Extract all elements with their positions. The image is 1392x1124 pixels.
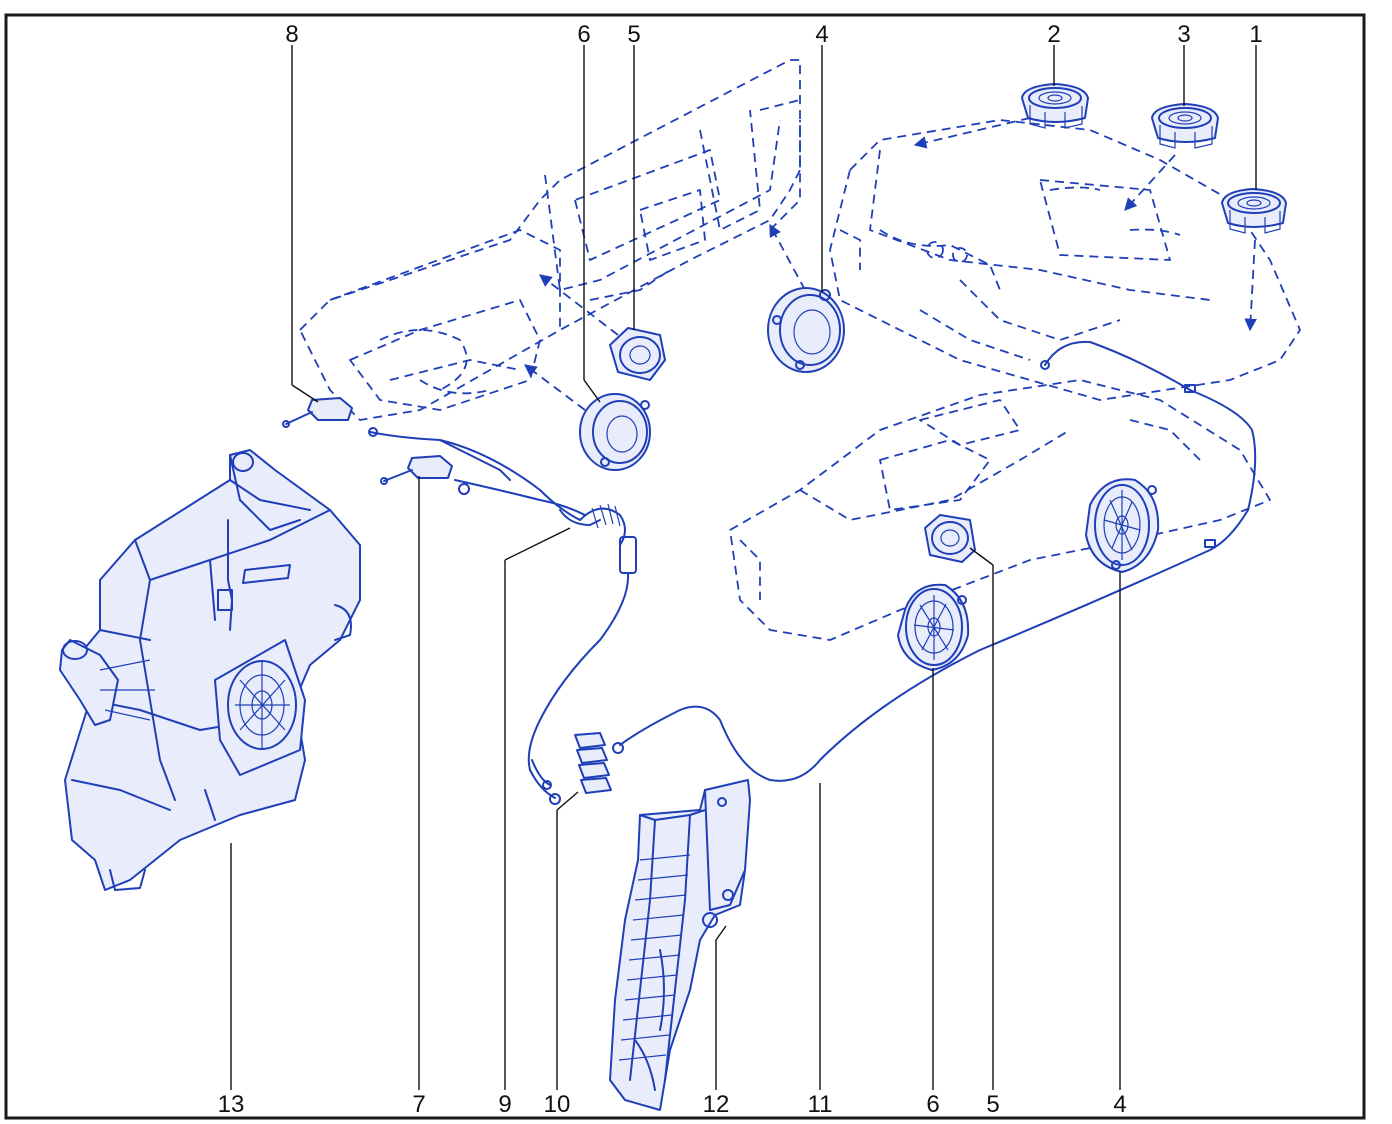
callout-2: 2	[1047, 21, 1060, 48]
front-door-tweeter-5	[609, 327, 666, 381]
amplifier-connector-8	[282, 397, 353, 428]
callout-13: 13	[218, 1091, 245, 1118]
rear-door-tweeter-5-bottom	[924, 514, 976, 563]
tweeter-2	[1021, 83, 1089, 129]
callout-3: 3	[1177, 21, 1190, 48]
center-console-outline	[729, 379, 1271, 641]
callout-12: 12	[703, 1091, 730, 1118]
door-panels-outline	[299, 59, 801, 421]
amplifier-connector-7	[380, 455, 453, 485]
callout-5-top: 5	[627, 21, 640, 48]
callout-10: 10	[544, 1091, 571, 1118]
wiring-harness-9	[368, 427, 637, 805]
front-door-speaker-4	[767, 287, 845, 373]
amplifier-bracket-12	[609, 779, 751, 1111]
callout-7: 7	[412, 1091, 425, 1118]
rear-door-speaker-6-bottom	[897, 583, 970, 671]
diagram-frame	[4, 13, 1366, 1120]
callout-5-bottom: 5	[986, 1091, 999, 1118]
callout-4-top: 4	[815, 21, 828, 48]
callout-6-bottom: 6	[926, 1091, 939, 1118]
rear-door-speaker-6	[579, 393, 651, 471]
tweeter-1	[1221, 188, 1287, 234]
tweeter-3	[1151, 103, 1219, 149]
callout-11: 11	[808, 1091, 833, 1118]
rear-harness-11	[612, 340, 1257, 782]
callout-4-bottom: 4	[1113, 1091, 1126, 1118]
dashboard-outline	[829, 119, 1301, 401]
assembly-arrows	[523, 117, 1257, 411]
callout-1: 1	[1249, 21, 1262, 48]
subwoofer-amplifier-13	[59, 449, 361, 891]
connector-block-10	[574, 732, 612, 794]
leader-lines	[230, 45, 1257, 1090]
callout-9: 9	[498, 1091, 511, 1118]
callout-8: 8	[285, 21, 298, 48]
callout-6-top: 6	[577, 21, 590, 48]
callout-labels: 1 2 3 4 5 6 8 13 7 9 10 12 11 6 5 4	[218, 21, 1263, 1118]
rear-door-speaker-4-bottom	[1085, 478, 1160, 573]
